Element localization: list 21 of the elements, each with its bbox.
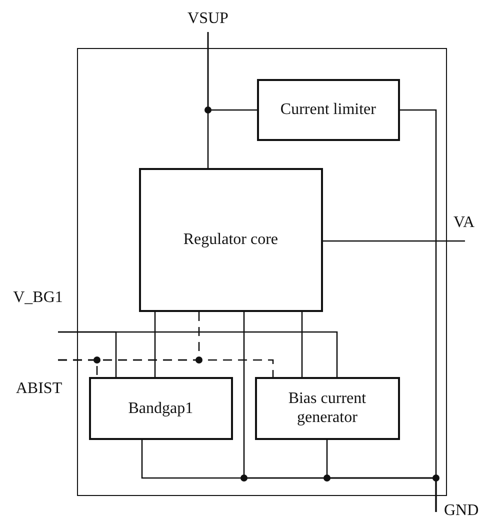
signal-label: V_BG1 (6, 288, 70, 332)
signal-label: GND (436, 500, 481, 522)
block-label: Current limiter (280, 100, 376, 120)
block-box (138, 168, 323, 312)
signal-label: ABIST (8, 360, 70, 398)
block-label: Regulator core (183, 230, 278, 250)
signal-label: VA (447, 213, 481, 241)
connection-line (58, 359, 274, 377)
connection-line (207, 32, 257, 111)
connection-line (326, 440, 437, 512)
block-box (88, 376, 233, 440)
block-label: Bias current generator (287, 389, 368, 428)
connection-line (58, 331, 338, 377)
module-boundary (77, 48, 447, 496)
block-box (254, 376, 400, 440)
block-label: Bandgap1 (128, 398, 194, 418)
connection-line (323, 240, 465, 242)
signal-label: VSUP (176, 6, 240, 32)
block-box (256, 78, 400, 141)
connection-line (154, 312, 156, 377)
connection-line (301, 312, 303, 377)
